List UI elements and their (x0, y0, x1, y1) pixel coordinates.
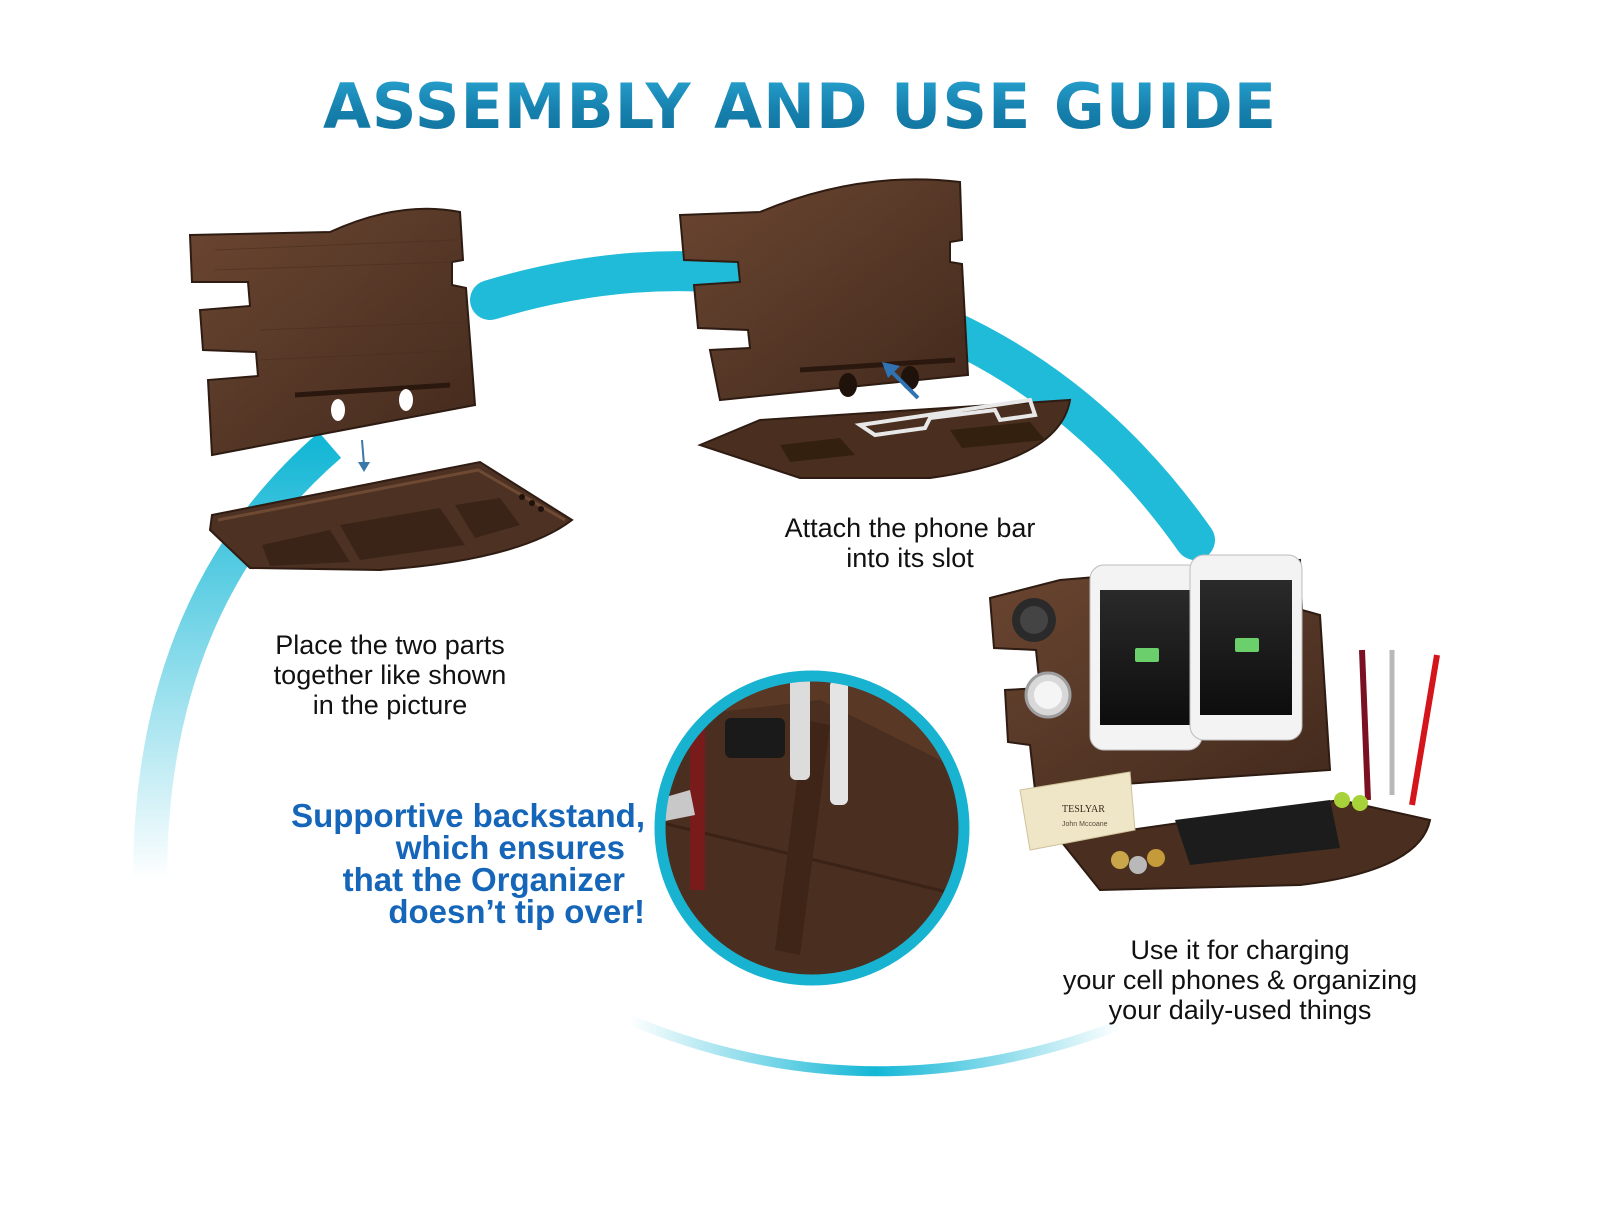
highlight-line-3: that the Organizer (342, 861, 625, 898)
business-card: TESLYAR John Mccoane (1019, 771, 1136, 851)
highlight-line-1: Supportive backstand, (291, 797, 645, 834)
assembled-stand-image (678, 178, 1072, 479)
coins (1111, 849, 1165, 874)
step-2-caption: Attach the phone bar into its slot (740, 513, 1080, 573)
step-3-caption: Use it for charging your cell phones & o… (1020, 935, 1460, 1025)
organizer-in-use-image: TESLYAR John Mccoane (988, 554, 1440, 892)
step-3-line-2: your cell phones & organizing (1062, 965, 1418, 995)
base-tray-image (208, 460, 574, 572)
up-arrow-icon (882, 362, 920, 400)
down-arrow-icon (358, 439, 370, 472)
step-1-line-3: in the picture (312, 690, 468, 720)
page-title: ASSEMBLY AND USE GUIDE (0, 70, 1600, 143)
card-brand: TESLYAR (1062, 804, 1105, 815)
step-1-caption: Place the two parts together like shown … (230, 630, 550, 720)
card-name: John Mccoane (1062, 821, 1108, 828)
phone-left (1089, 564, 1203, 751)
watch (1012, 598, 1072, 719)
step-3-line-3: your daily-used things (1108, 995, 1372, 1025)
backstand-panel-image (188, 207, 477, 457)
phone-right (1189, 554, 1303, 741)
step-3-line-1: Use it for charging (1130, 935, 1350, 965)
highlight-line-4: doesn’t tip over! (388, 893, 645, 930)
step-2-line-2: into its slot (846, 543, 974, 573)
step-1-line-1: Place the two parts (275, 630, 505, 660)
pens (1359, 649, 1440, 806)
backstand-highlight: Supportive backstand, which ensures that… (215, 797, 645, 930)
highlight-line-2: which ensures (395, 829, 625, 866)
wallet (1175, 800, 1340, 865)
step-2-line-1: Attach the phone bar (784, 513, 1036, 543)
backstand-detail-inset (654, 670, 970, 986)
step-1-line-2: together like shown (273, 660, 507, 690)
